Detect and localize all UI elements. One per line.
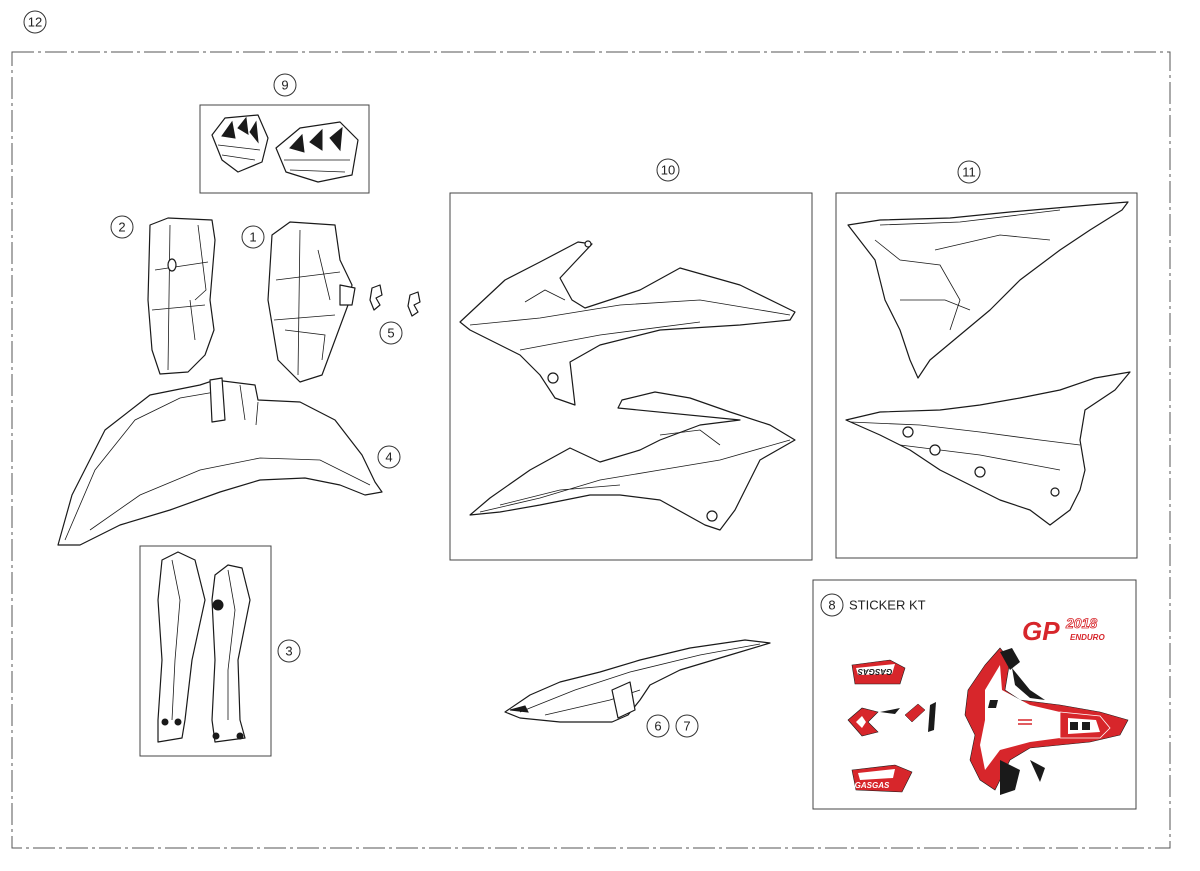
decal-middle-left xyxy=(847,707,900,737)
decal-bottom-left: GASGAS xyxy=(851,764,913,793)
callout-4[interactable]: 4 xyxy=(377,445,401,469)
callout-8[interactable]: 8 xyxy=(820,593,844,617)
callout-10[interactable]: 10 xyxy=(656,158,680,182)
side-panel-right-drawing xyxy=(267,221,356,383)
callout-12[interactable]: 12 xyxy=(23,10,47,34)
callout-1[interactable]: 1 xyxy=(241,225,265,249)
callout-5[interactable]: 5 xyxy=(379,321,403,345)
callout-3[interactable]: 3 xyxy=(277,639,301,663)
svg-text:2018: 2018 xyxy=(1065,615,1097,631)
svg-text:12: 12 xyxy=(28,15,42,30)
side-cover-upper-drawing xyxy=(847,201,1129,379)
hand-guards-frame xyxy=(199,104,370,194)
svg-text:ENDURO: ENDURO xyxy=(1070,633,1105,642)
sticker-kit-title: STICKER KT xyxy=(849,598,926,613)
side-panel-left-drawing xyxy=(147,217,216,375)
hand-guard-right-drawing xyxy=(275,121,359,183)
svg-text:GP: GP xyxy=(1022,616,1060,646)
decal-shroud-graphic xyxy=(964,647,1129,795)
svg-text:2: 2 xyxy=(118,220,125,235)
rear-fender-drawing xyxy=(504,639,771,723)
radiator-shroud-upper-drawing xyxy=(459,240,796,406)
callout-6[interactable]: 6 xyxy=(646,714,670,738)
hand-guard-left-drawing xyxy=(211,114,269,173)
sticker-kit-frame xyxy=(812,579,1137,810)
svg-text:8: 8 xyxy=(828,598,835,613)
outer-frame xyxy=(11,51,1171,849)
decal-top-left: GASGAS xyxy=(851,659,906,685)
side-covers-frame xyxy=(835,192,1138,559)
svg-text:GASGAS: GASGAS xyxy=(857,667,892,676)
front-fender-drawing xyxy=(57,377,383,546)
callout-9[interactable]: 9 xyxy=(273,73,297,97)
fork-guard-right-drawing xyxy=(211,564,251,743)
radiator-shrouds-frame xyxy=(449,192,813,561)
radiator-shroud-lower-drawing xyxy=(469,391,796,531)
svg-text:6: 6 xyxy=(654,719,661,734)
fork-guard-left-drawing xyxy=(157,551,206,743)
svg-text:1: 1 xyxy=(249,230,256,245)
svg-text:3: 3 xyxy=(285,644,292,659)
svg-text:9: 9 xyxy=(281,78,288,93)
gp-logo: GP 2018 ENDURO xyxy=(1022,615,1105,646)
svg-text:4: 4 xyxy=(385,450,392,465)
callout-2[interactable]: 2 xyxy=(110,215,134,239)
side-cover-lower-drawing xyxy=(845,371,1131,526)
svg-text:11: 11 xyxy=(962,165,976,180)
callout-7[interactable]: 7 xyxy=(675,714,699,738)
svg-text:5: 5 xyxy=(387,326,394,341)
clips-drawing xyxy=(369,284,421,317)
callout-11[interactable]: 11 xyxy=(957,160,981,184)
svg-text:GASGAS: GASGAS xyxy=(855,781,890,790)
svg-text:10: 10 xyxy=(661,163,675,178)
fork-guards-frame xyxy=(139,545,272,757)
svg-text:7: 7 xyxy=(683,719,690,734)
decal-number-marks xyxy=(904,702,936,732)
